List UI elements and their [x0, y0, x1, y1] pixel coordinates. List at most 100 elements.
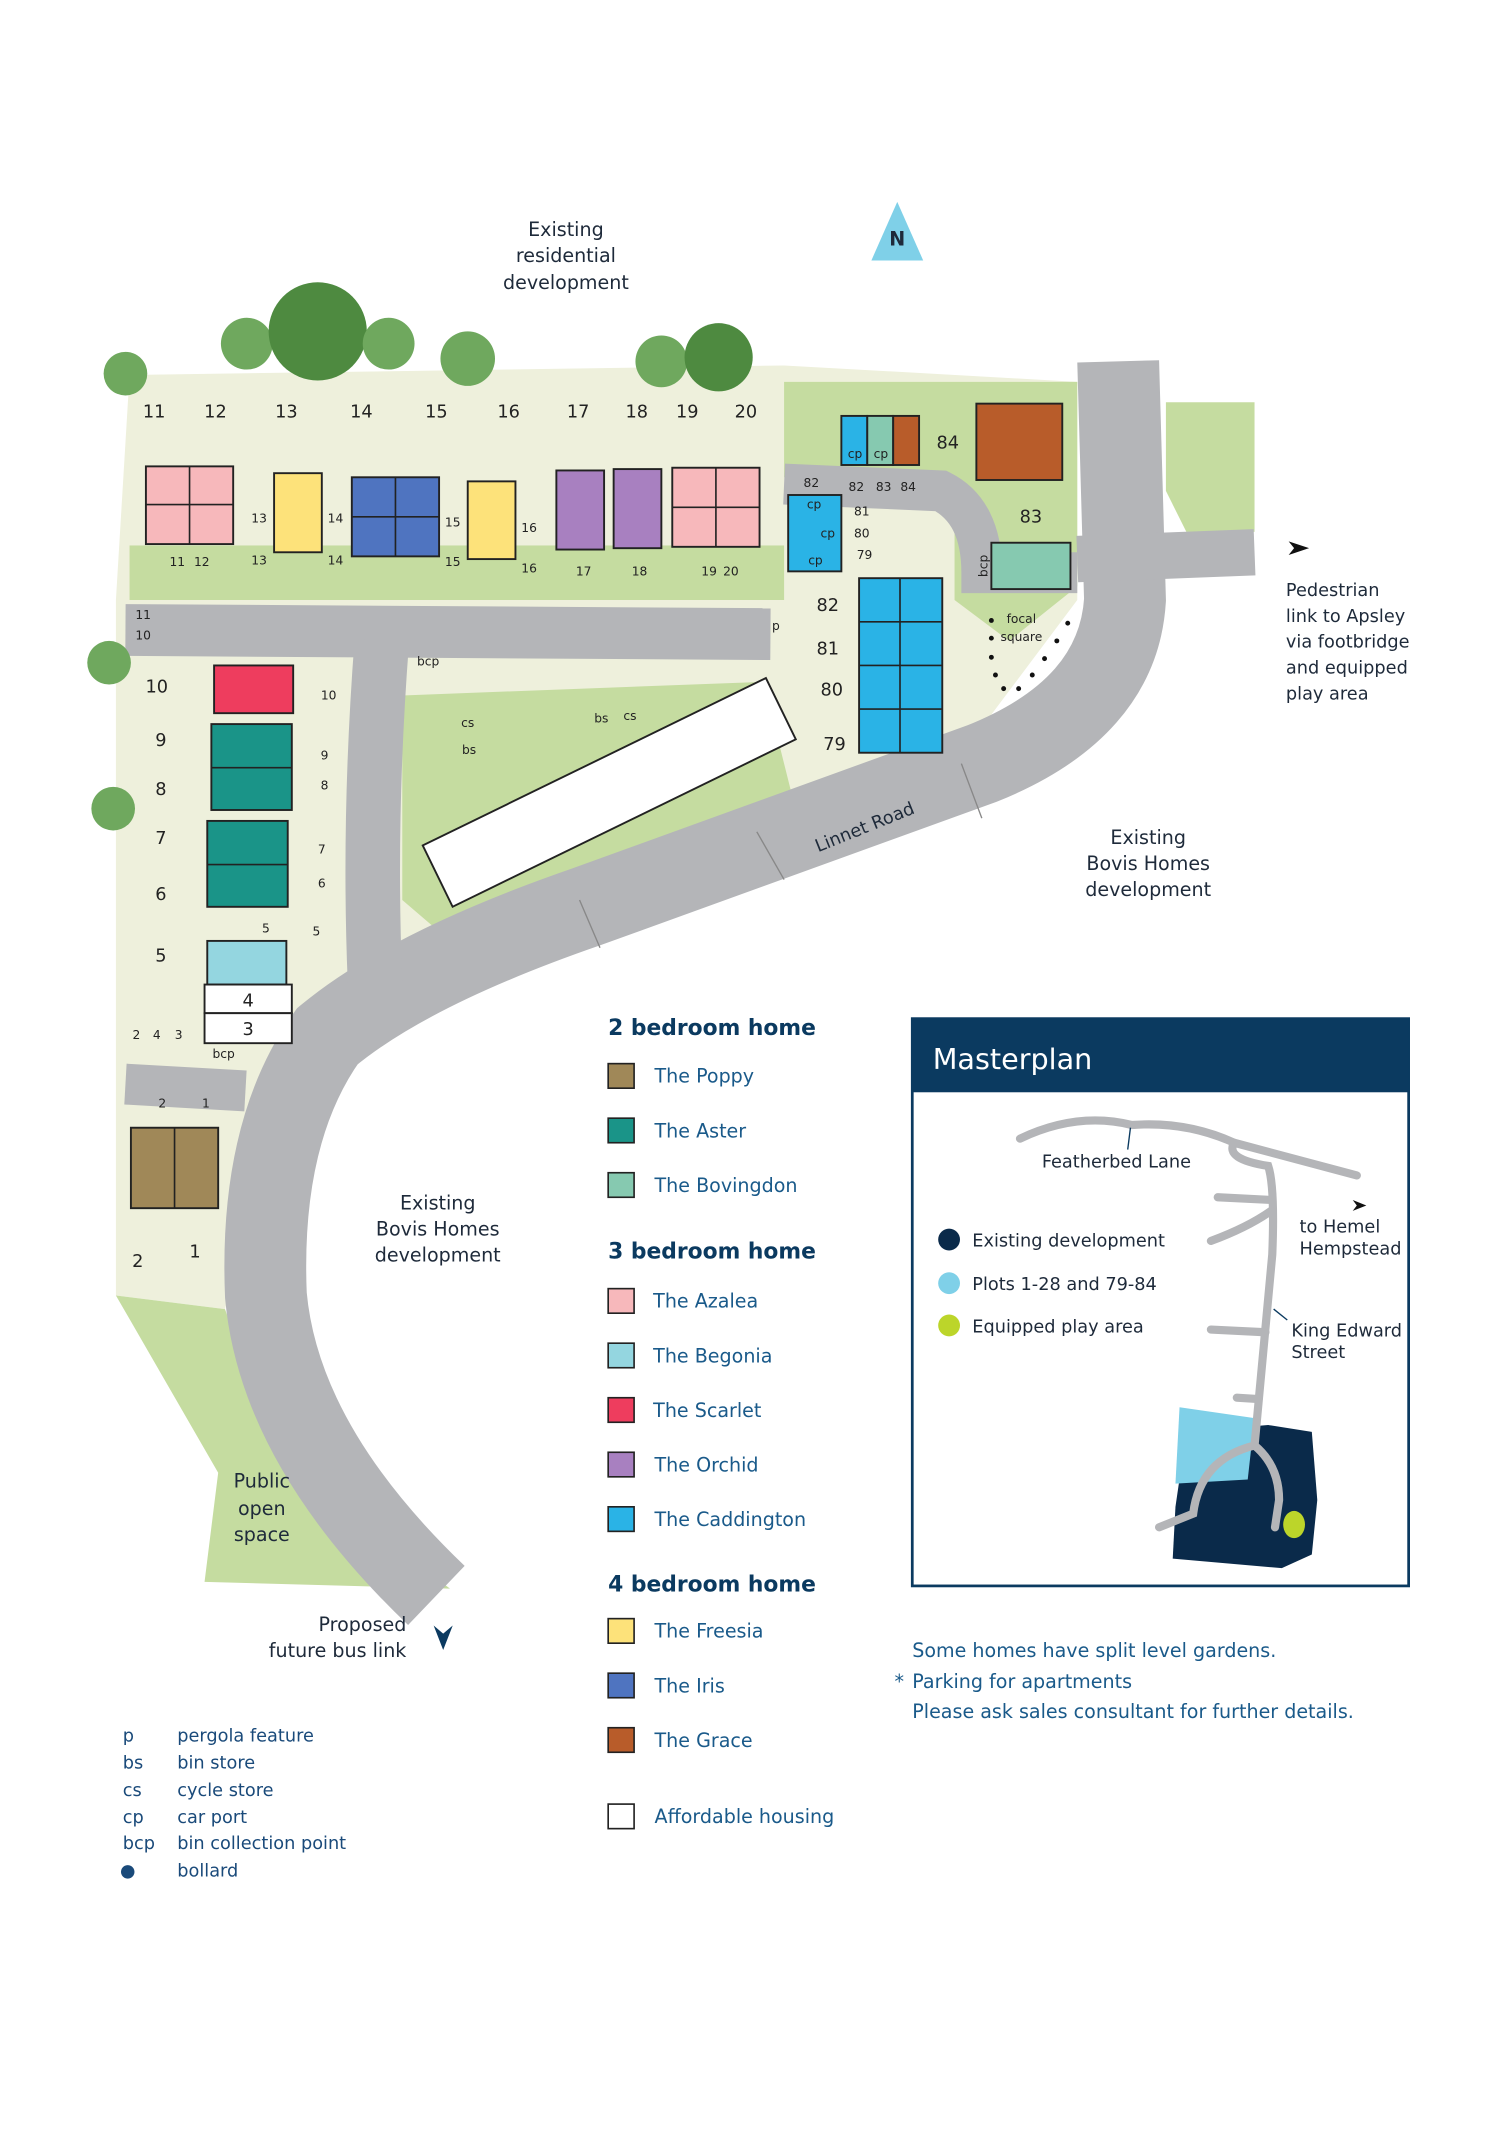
key-plots-dot: [938, 1272, 960, 1295]
svg-text:4 bedroom home: 4 bedroom home: [608, 1572, 816, 1597]
east-road: [783, 463, 1078, 594]
arrow-down-icon: [433, 1625, 453, 1650]
svg-text:1: 1: [202, 1096, 210, 1110]
masterplan-title: Masterplan: [933, 1042, 1093, 1076]
tree-icon: [91, 786, 135, 831]
svg-text:cp: cp: [808, 554, 823, 568]
svg-text:Pedestrian: Pedestrian: [1286, 581, 1380, 601]
svg-text:bcp: bcp: [976, 555, 990, 578]
masterplan-inset: Masterplan Featherbed Lane to Hemel Hemp…: [910, 1017, 1410, 1588]
svg-text:bin collection point: bin collection point: [177, 1834, 346, 1854]
key-existing-dot: [938, 1228, 960, 1251]
svg-text:The Iris: The Iris: [654, 1674, 725, 1697]
svg-text:and equipped: and equipped: [1286, 659, 1408, 679]
swatch-orchid: [607, 1451, 635, 1478]
apartment-block-affordable[interactable]: [421, 676, 798, 909]
svg-text:80: 80: [854, 526, 870, 540]
play-area: [1283, 1510, 1305, 1539]
carport-79-81[interactable]: [787, 494, 843, 573]
svg-text:12: 12: [194, 555, 210, 569]
svg-text:Existing: Existing: [400, 1192, 476, 1215]
svg-text:cycle store: cycle store: [177, 1781, 273, 1801]
internal-road: [125, 604, 771, 660]
internal-spur: [345, 638, 410, 983]
svg-text:The Orchid: The Orchid: [654, 1453, 759, 1476]
green-far-east: [1165, 402, 1255, 532]
svg-text:81: 81: [816, 640, 839, 660]
house-begonia-5[interactable]: [206, 939, 288, 986]
house-freesia-13[interactable]: [273, 472, 323, 554]
svg-text:80: 80: [821, 680, 844, 700]
svg-text:development: development: [375, 1243, 501, 1266]
house-orchid-18[interactable]: [612, 468, 663, 550]
parking-labels: 11 12 13 13 14 14 15 15 16 16 17 18 19 2…: [132, 476, 916, 1110]
svg-text:bcp: bcp: [417, 654, 440, 668]
svg-text:17: 17: [567, 402, 590, 422]
public-open-space-label: Public open space: [234, 1470, 290, 1546]
svg-text:Existing: Existing: [528, 218, 604, 241]
house-orchid-17[interactable]: [555, 469, 606, 551]
house-freesia-16[interactable]: [466, 480, 517, 561]
bollards: [988, 618, 1071, 692]
svg-text:Public: Public: [234, 1470, 290, 1493]
bus-link-label: Proposed future bus link: [269, 1613, 453, 1662]
swatch-freesia: [607, 1617, 635, 1644]
svg-text:Hempstead: Hempstead: [1300, 1240, 1402, 1260]
svg-text:bs: bs: [594, 712, 608, 726]
svg-text:via footbridge: via footbridge: [1286, 633, 1410, 653]
house-bovingdon-83[interactable]: [990, 541, 1072, 591]
footnotes: Some homes have split level gardens. * P…: [895, 1639, 1354, 1723]
svg-text:15: 15: [445, 515, 461, 529]
svg-text:18: 18: [626, 402, 649, 422]
swatch-caddington: [607, 1506, 635, 1533]
svg-text:Plots 1-28 and 79-84: Plots 1-28 and 79-84: [972, 1275, 1157, 1295]
tree-icon: [220, 317, 273, 370]
svg-text:16: 16: [497, 402, 520, 422]
carport-84[interactable]: [892, 414, 921, 466]
svg-text:18: 18: [632, 564, 648, 578]
svg-text:The Bovingdon: The Bovingdon: [654, 1174, 798, 1197]
svg-text:5: 5: [155, 946, 166, 966]
house-affordable-3[interactable]: [203, 1012, 293, 1045]
svg-text:2: 2: [132, 1252, 143, 1272]
trees: [87, 282, 753, 831]
houses-east: cp cp cp cp cp bcp bcp bcp bs cs cs bs p: [212, 402, 1072, 1061]
house-scarlet-10[interactable]: [213, 664, 295, 715]
carport-82[interactable]: [840, 414, 869, 466]
swatch-begonia: [607, 1342, 635, 1369]
svg-text:83: 83: [876, 480, 892, 494]
svg-text:cs: cs: [623, 709, 636, 723]
svg-text:development: development: [503, 271, 629, 294]
svg-text:bin store: bin store: [177, 1754, 255, 1774]
svg-text:10: 10: [135, 629, 151, 643]
svg-text:3: 3: [175, 1028, 183, 1042]
tree-icon: [268, 282, 367, 381]
svg-text:1: 1: [189, 1242, 200, 1262]
svg-text:14: 14: [350, 402, 373, 422]
swatch-iris: [607, 1672, 635, 1699]
svg-text:11: 11: [135, 608, 151, 622]
carport-83[interactable]: [866, 414, 895, 466]
existing-bovis-east-label: Existing Bovis Homes development: [1085, 826, 1211, 901]
svg-text:bollard: bollard: [177, 1861, 238, 1881]
svg-text:14: 14: [328, 554, 344, 568]
houses-west-column: [129, 664, 798, 1210]
house-grace-84[interactable]: [975, 402, 1064, 481]
svg-text:11: 11: [143, 402, 166, 422]
svg-text:future bus link: future bus link: [269, 1639, 407, 1662]
north-label: N: [889, 227, 905, 250]
houses-top-row: [144, 465, 761, 561]
house-affordable-4[interactable]: [203, 983, 293, 1015]
svg-text:space: space: [234, 1523, 290, 1546]
svg-text:10: 10: [321, 689, 337, 703]
svg-text:15: 15: [445, 555, 461, 569]
svg-text:The Aster: The Aster: [654, 1119, 747, 1142]
svg-text:13: 13: [251, 554, 267, 568]
svg-text:Proposed: Proposed: [319, 1613, 407, 1636]
svg-text:focal: focal: [1007, 612, 1037, 626]
pedestrian-link-label: Pedestrian link to Apsley via footbridge…: [1286, 581, 1410, 705]
svg-text:5: 5: [262, 922, 270, 936]
svg-text:16: 16: [521, 562, 537, 576]
key-play-dot: [938, 1314, 960, 1337]
svg-text:open: open: [238, 1497, 286, 1520]
